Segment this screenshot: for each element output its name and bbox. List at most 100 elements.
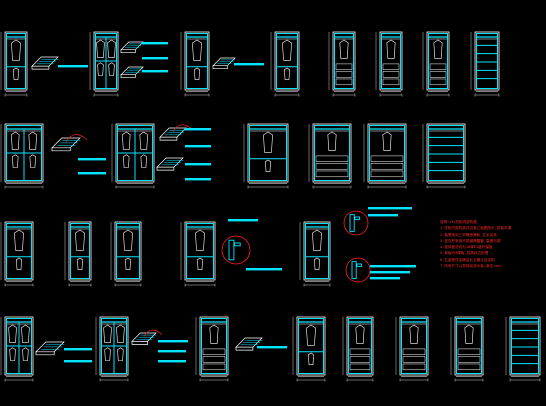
cabinet-inner <box>381 33 401 89</box>
drawer-front <box>402 363 426 371</box>
cabinet-inner <box>334 33 354 89</box>
garment-shape <box>9 347 16 361</box>
label-block <box>185 163 211 166</box>
cabinet-frame <box>115 123 155 183</box>
cabinet-inner <box>6 33 26 89</box>
label-block <box>368 214 398 217</box>
label-block <box>370 265 416 268</box>
drawer-front <box>370 155 404 162</box>
cabinet-frame <box>296 316 326 376</box>
cabinet-frame <box>68 221 92 281</box>
cabinet-frame <box>379 31 403 91</box>
cabinet-frame <box>114 221 142 281</box>
drawer-front <box>335 78 353 86</box>
drawer-front <box>335 71 353 78</box>
detail-circle <box>343 210 369 236</box>
notes-line: 6.五金配件品牌由业主确认后定购 <box>440 257 495 262</box>
garment-shape <box>355 324 365 344</box>
notes-block: 说明:(Ⅱ)衣柜内部构造 1.衣柜内部构造详见各立面图所示,层板可调 2.抽屉采… <box>440 219 540 269</box>
garment-shape <box>409 324 419 344</box>
label-block <box>158 350 186 353</box>
notes-line: 1.衣柜内部构造详见各立面图所示,层板可调 <box>440 226 512 231</box>
label-block <box>246 268 282 271</box>
detail-section <box>351 261 357 279</box>
cabinet-frame <box>99 316 129 376</box>
drawer-iso-top <box>212 57 236 67</box>
drawer-front <box>349 348 371 355</box>
cabinet-frame <box>4 221 34 281</box>
garment-shape <box>209 324 219 344</box>
label-block <box>78 172 106 175</box>
garment-shape <box>77 257 83 270</box>
garment-shape <box>12 154 19 168</box>
garment-shape <box>123 229 133 251</box>
cabinet-frame <box>184 31 210 91</box>
label-block <box>257 346 287 349</box>
drawer-iso-top <box>51 137 81 149</box>
cabinet-frame <box>426 31 450 91</box>
label-block <box>64 360 92 363</box>
cabinet-inner <box>348 318 372 374</box>
cabinet-inner <box>314 125 350 181</box>
drawer-front <box>370 163 404 170</box>
drawer-front <box>202 356 226 363</box>
garment-shape <box>108 62 115 76</box>
cabinet-inner <box>456 318 482 374</box>
cabinet-frame <box>312 123 352 183</box>
drawer-iso-front <box>159 137 178 141</box>
drawer-front <box>402 356 426 363</box>
drawer-front <box>335 63 353 70</box>
label-block <box>58 65 88 68</box>
label-block <box>368 207 412 210</box>
drawer-front <box>429 78 447 86</box>
drawer-iso-front <box>131 341 148 345</box>
detail-section <box>234 242 241 247</box>
cabinet-frame <box>454 316 484 376</box>
leader-line <box>65 134 88 143</box>
cabinet-frame <box>367 123 407 183</box>
garment-shape <box>265 159 271 172</box>
cabinet-frame <box>332 31 356 91</box>
drawer-iso-top <box>120 66 144 76</box>
drawer-front <box>202 363 226 371</box>
drawer-front <box>457 348 481 355</box>
cabinet-frame <box>426 123 466 183</box>
cabinet-inner <box>305 223 329 279</box>
garment-shape <box>21 324 30 343</box>
garment-shape <box>308 352 314 365</box>
drawer-iso-top <box>35 341 65 353</box>
garment-shape <box>312 229 322 251</box>
cabinet-frame <box>509 316 541 376</box>
label-block <box>158 360 186 363</box>
drawer-front <box>349 363 371 371</box>
detail-section <box>354 216 361 220</box>
label-block <box>142 42 168 45</box>
garment-shape <box>97 62 104 76</box>
garment-shape <box>282 39 292 61</box>
cabinet-frame <box>247 123 289 183</box>
garment-shape <box>13 67 19 80</box>
cabinet-inner <box>6 223 32 279</box>
garment-shape <box>306 324 316 346</box>
drawer-iso-front <box>120 49 136 54</box>
cabinet-inner <box>116 223 140 279</box>
drawer-front <box>382 63 400 70</box>
cabinet-inner <box>476 33 498 89</box>
cabinet-inner <box>70 223 90 279</box>
drawer-front <box>349 356 371 363</box>
cabinet-frame <box>93 31 119 91</box>
drawer-front <box>457 363 481 371</box>
notes-title: 说明:(Ⅱ)衣柜内部构造 <box>440 220 478 224</box>
cabinet-inner <box>249 125 287 181</box>
cabinet-frame <box>474 31 500 91</box>
garment-shape <box>194 67 200 80</box>
drawer-front <box>315 155 349 162</box>
cabinet-inner <box>428 33 448 89</box>
garment-shape <box>8 324 17 343</box>
notes-line: 4.柜体板材均为18厚E1级环保板 <box>440 245 493 250</box>
label-block <box>185 128 211 131</box>
detail-section <box>356 263 363 267</box>
garment-shape <box>117 347 124 361</box>
garment-shape <box>28 131 37 150</box>
